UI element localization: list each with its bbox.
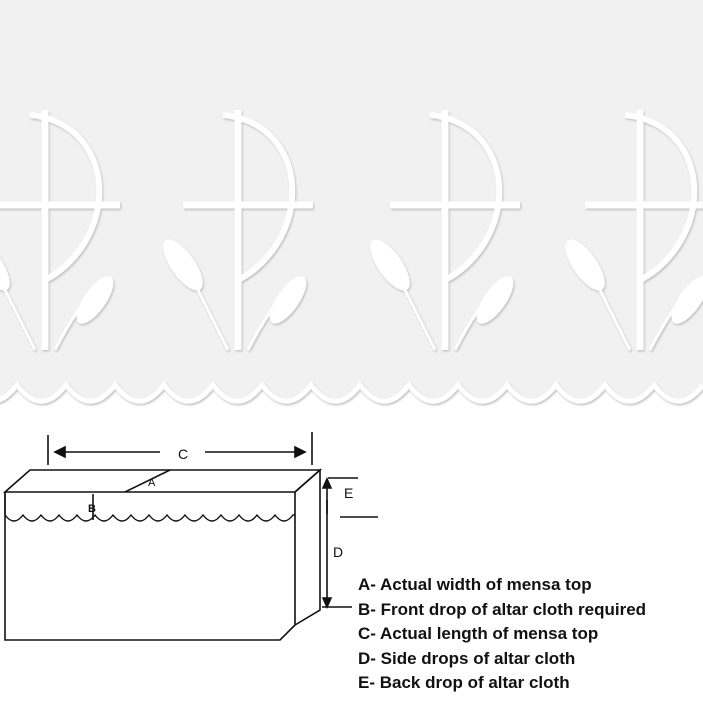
dimension-legend: A- Actual width of mensa top B- Front dr… — [358, 573, 646, 696]
altar-diagram — [2, 432, 378, 641]
legend-item-b: B- Front drop of altar cloth required — [358, 599, 647, 619]
legend-item-e: E- Back drop of altar cloth — [358, 673, 570, 692]
legend-item-a: A- Actual width of mensa top — [358, 575, 592, 594]
embroidered-fabric — [0, 0, 703, 404]
legend-item-c: C- Actual length of mensa top — [358, 624, 599, 643]
label-e: E — [344, 485, 353, 501]
legend-item-d: D- Side drops of altar cloth — [358, 648, 576, 668]
label-d: D — [333, 544, 343, 560]
label-b: B — [88, 503, 96, 515]
label-c: C — [178, 446, 188, 462]
label-a: A — [148, 477, 156, 489]
